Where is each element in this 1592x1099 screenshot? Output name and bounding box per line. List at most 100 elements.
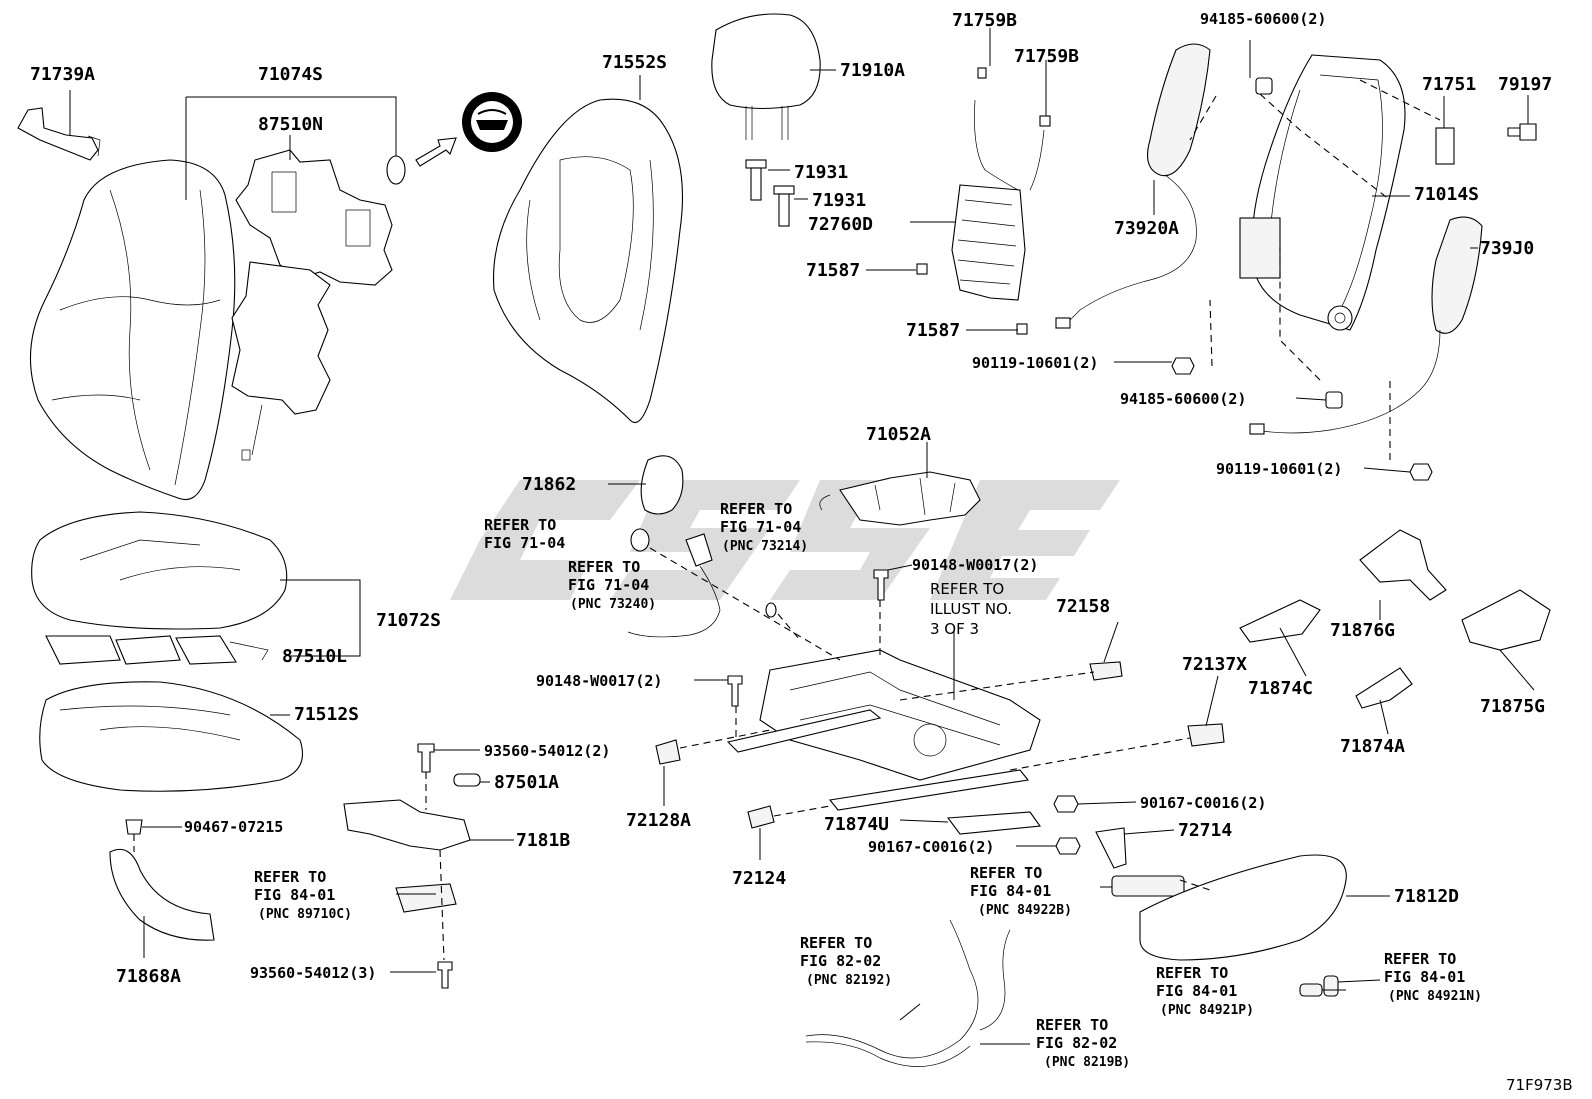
part-94185-nut-bottom [1325, 391, 1343, 409]
part-71739A-bracket [17, 107, 99, 161]
label-90148-W0017-a: 90148-W0017(2) [912, 556, 1038, 574]
reference-illust-3-of-3: REFER TO ILLUST NO. 3 OF 3 [930, 580, 1012, 638]
label-93560-54012-a: 93560-54012(2) [484, 742, 610, 760]
part-seatbelt-buckle [627, 533, 721, 638]
label-94185-60600-a: 94185-60600(2) [1200, 10, 1326, 28]
label-90467-07215: 90467-07215 [184, 818, 283, 836]
label-72137X: 72137X [1182, 654, 1247, 675]
part-84921N-knob [1323, 975, 1339, 997]
label-739J0: 739J0 [1480, 238, 1534, 259]
svg-text:FIG 84-01: FIG 84-01 [1384, 968, 1465, 986]
label-71931-a: 71931 [794, 162, 848, 183]
label-72128A: 72128A [626, 810, 691, 831]
svg-text:FIG 84-01: FIG 84-01 [254, 886, 335, 904]
part-71874U-cover [946, 811, 1041, 835]
part-71739A-clip [87, 135, 101, 157]
svg-text:REFER TO: REFER TO [254, 868, 326, 886]
part-71862-cover [640, 455, 684, 515]
reference-fig-71-04-a: REFER TO FIG 71-04 [484, 516, 565, 552]
label-90167-C0016-a: 90167-C0016(2) [1140, 794, 1266, 812]
part-739J0-side-airbag [1249, 216, 1483, 435]
label-71072S: 71072S [376, 610, 441, 631]
svg-text:FIG 71-04: FIG 71-04 [484, 534, 565, 552]
diagram-id: 71F973B [1506, 1076, 1573, 1094]
part-72128A-cover [655, 739, 681, 765]
part-71052A-recliner [819, 471, 981, 526]
part-71072S-cushion-cover [31, 511, 288, 630]
part-seat-track-frame [726, 649, 1041, 811]
part-71875G-cover [1461, 589, 1551, 651]
svg-text:REFER TO: REFER TO [1156, 964, 1228, 982]
reference-fig-84-01-d: REFER TO FIG 84-01 (PNC 84921N) [1384, 950, 1482, 1004]
label-71512S: 71512S [294, 704, 359, 725]
part-87510L-heater-mat [45, 635, 269, 665]
part-71552S-seatback-pad [493, 98, 684, 424]
part-90148-bolt-a [873, 569, 889, 601]
label-71875G: 71875G [1480, 696, 1545, 717]
part-90148-bolt-b [727, 675, 743, 707]
svg-text:REFER TO: REFER TO [1036, 1016, 1108, 1034]
label-79197: 79197 [1498, 74, 1552, 95]
label-71874A: 71874A [1340, 736, 1405, 757]
label-72760D: 72760D [808, 214, 873, 235]
label-90167-C0016-b: 90167-C0016(2) [868, 838, 994, 856]
part-71512S-cushion-pad [39, 681, 304, 792]
reference-fig-84-01-a: REFER TO FIG 84-01 (PNC 89710C) [254, 868, 352, 922]
svg-text:REFER TO: REFER TO [1384, 950, 1456, 968]
label-71052A: 71052A [866, 424, 931, 445]
part-71874C-cover [1239, 599, 1321, 643]
arrow-icon [415, 137, 457, 167]
part-93560-bolt-b [437, 961, 453, 989]
svg-text:(PNC 84921P): (PNC 84921P) [1160, 1003, 1254, 1018]
label-71862: 71862 [522, 474, 576, 495]
part-84922B-switch [1111, 875, 1185, 897]
svg-text:REFER TO: REFER TO [800, 934, 872, 952]
label-90119-10601-a: 90119-10601(2) [972, 354, 1098, 372]
label-71751: 71751 [1422, 74, 1476, 95]
part-93560-bolt-a [417, 743, 435, 773]
part-7181B-bracket [343, 799, 471, 851]
label-72158: 72158 [1056, 596, 1110, 617]
part-oring [386, 155, 406, 185]
label-71014S: 71014S [1414, 184, 1479, 205]
part-71910A-headrest [711, 13, 821, 140]
label-71552S: 71552S [602, 52, 667, 73]
svg-text:(PNC 84922B): (PNC 84922B) [978, 903, 1072, 918]
svg-text:FIG 71-04: FIG 71-04 [568, 576, 649, 594]
part-72124-cover [747, 805, 775, 829]
svg-text:REFER TO: REFER TO [568, 558, 640, 576]
svg-text:FIG 84-01: FIG 84-01 [970, 882, 1051, 900]
label-71931-b: 71931 [812, 190, 866, 211]
label-71739A: 71739A [30, 64, 95, 85]
svg-text:FIG 82-02: FIG 82-02 [800, 952, 881, 970]
part-72760D-lumbar-assembly [916, 67, 1051, 335]
part-wire-harness [805, 919, 1011, 1067]
part-72137X-cover [1187, 723, 1225, 747]
label-87510L: 87510L [282, 646, 347, 667]
label-71587-a: 71587 [806, 260, 860, 281]
label-72124: 72124 [732, 868, 786, 889]
svg-text:FIG 84-01: FIG 84-01 [1156, 982, 1237, 1000]
reference-fig-84-01-b: REFER TO FIG 84-01 (PNC 84922B) [970, 864, 1072, 918]
part-labels: 71739A 71074S 87510N 71552S 71910A 71931… [30, 10, 1552, 987]
label-71587-b: 71587 [906, 320, 960, 341]
svg-text:ILLUST NO.: ILLUST NO. [930, 600, 1012, 618]
label-71876G: 71876G [1330, 620, 1395, 641]
part-71751-cover [1435, 127, 1455, 165]
label-72714: 72714 [1178, 820, 1232, 841]
reference-fig-82-02-a: REFER TO FIG 82-02 (PNC 82192) [800, 934, 892, 988]
reference-labels: REFER TO FIG 71-04 REFER TO FIG 71-04 (P… [254, 500, 1482, 1070]
part-72158-cover [1089, 661, 1123, 681]
part-89710C-ecu [395, 883, 457, 913]
part-72714-bracket [1095, 827, 1127, 869]
part-71014S-seatback-frame [1239, 54, 1406, 331]
svg-text:REFER TO: REFER TO [930, 580, 1004, 598]
part-94185-nut-top [1255, 77, 1273, 95]
svg-text:FIG 71-04: FIG 71-04 [720, 518, 801, 536]
label-90148-W0017-b: 90148-W0017(2) [536, 672, 662, 690]
svg-text:REFER TO: REFER TO [484, 516, 556, 534]
part-71931-headrest-guide [745, 159, 795, 227]
svg-text:(PNC 82192): (PNC 82192) [806, 973, 892, 988]
label-71874C: 71874C [1248, 678, 1313, 699]
